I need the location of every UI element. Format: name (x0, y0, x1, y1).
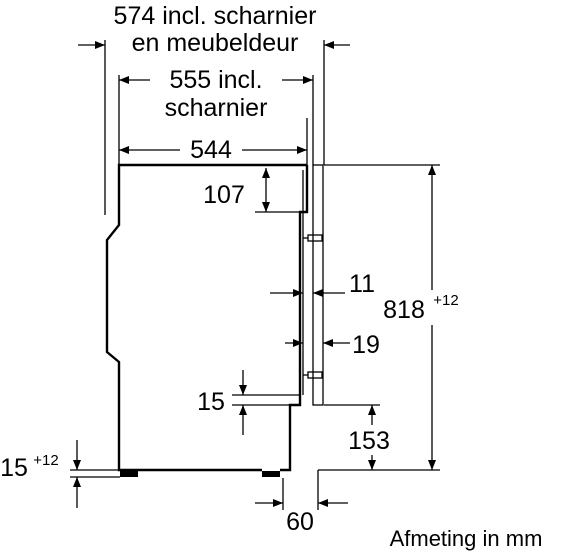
front-foot (120, 471, 138, 477)
label-15-foot-tolerance: +12 (33, 452, 58, 469)
label-544: 544 (190, 136, 232, 164)
dimension-arrows (73, 41, 436, 508)
label-15-plinth: 15 (197, 388, 225, 416)
label-574: 574 incl. scharnier (114, 2, 317, 30)
label-153: 153 (348, 427, 390, 455)
label-19: 19 (352, 331, 380, 359)
label-818-tolerance: +12 (433, 292, 458, 309)
label-15-foot: 15 (0, 454, 28, 482)
label-11: 11 (349, 270, 375, 298)
label-107: 107 (203, 181, 245, 209)
label-818: 818 (383, 296, 425, 324)
label-555: 555 incl. (169, 66, 262, 94)
appliance-outline (105, 163, 309, 477)
label-574-line2: en meubeldeur (132, 29, 299, 57)
furniture-door (303, 164, 324, 406)
rear-foot (262, 471, 280, 477)
units-caption: Afmeting in mm (390, 526, 543, 551)
label-555-line2: scharnier (165, 94, 268, 122)
label-60: 60 (286, 508, 314, 536)
